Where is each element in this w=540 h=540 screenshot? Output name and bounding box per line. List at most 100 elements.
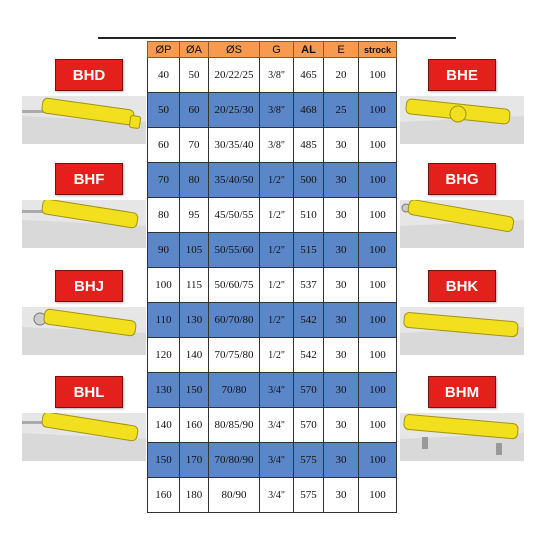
cell-e: 30: [323, 302, 359, 338]
cell-a: 50: [179, 57, 209, 93]
label-bhk: BHK: [428, 270, 496, 302]
cell-s: 70/75/80: [208, 337, 260, 373]
cell-g: 1/2": [259, 267, 294, 303]
cell-s: 50/55/60: [208, 232, 260, 268]
cell-a: 140: [179, 337, 209, 373]
label-bhd: BHD: [55, 59, 123, 91]
cell-a: 170: [179, 442, 209, 478]
cylinder-image-bhg: [400, 200, 524, 248]
cell-e: 30: [323, 407, 359, 443]
cell-al: 542: [293, 302, 324, 338]
label-bhl: BHL: [55, 376, 123, 408]
cell-al: 500: [293, 162, 324, 198]
cell-al: 542: [293, 337, 324, 373]
cylinder-image-bhd: [22, 96, 146, 144]
cell-strock: 100: [358, 232, 397, 268]
header-s-diameter: ØS: [208, 41, 260, 58]
cell-al: 465: [293, 57, 324, 93]
cell-a: 180: [179, 477, 209, 513]
label-bhf: BHF: [55, 163, 123, 195]
cell-p: 70: [147, 162, 180, 198]
header-strock: strock: [358, 41, 397, 58]
cylinder-image-bhm: [400, 413, 524, 461]
cell-e: 25: [323, 92, 359, 128]
cell-strock: 100: [358, 407, 397, 443]
cell-s: 45/50/55: [208, 197, 260, 233]
cell-strock: 100: [358, 267, 397, 303]
cell-strock: 100: [358, 442, 397, 478]
cell-g: 3/8": [259, 127, 294, 163]
cell-g: 1/2": [259, 337, 294, 373]
cell-e: 30: [323, 477, 359, 513]
cell-e: 30: [323, 232, 359, 268]
cell-al: 570: [293, 372, 324, 408]
cell-p: 120: [147, 337, 180, 373]
cell-a: 105: [179, 232, 209, 268]
cell-g: 3/4": [259, 442, 294, 478]
cell-s: 70/80/90: [208, 442, 260, 478]
cell-p: 90: [147, 232, 180, 268]
cell-s: 70/80: [208, 372, 260, 408]
label-bhm: BHM: [428, 376, 496, 408]
cell-strock: 100: [358, 372, 397, 408]
header-a-diameter: ØA: [179, 41, 209, 58]
cell-a: 80: [179, 162, 209, 198]
cell-al: 570: [293, 407, 324, 443]
cylinder-image-bhk: [400, 307, 524, 355]
cell-p: 60: [147, 127, 180, 163]
cell-strock: 100: [358, 337, 397, 373]
cylinder-image-bhl: [22, 413, 146, 461]
cell-e: 20: [323, 57, 359, 93]
cell-p: 110: [147, 302, 180, 338]
cell-g: 1/2": [259, 232, 294, 268]
cell-g: 3/4": [259, 477, 294, 513]
header-g: G: [259, 41, 294, 58]
cell-s: 20/25/30: [208, 92, 260, 128]
cell-e: 30: [323, 267, 359, 303]
cylinder-image-bhj: [22, 307, 146, 355]
cell-p: 130: [147, 372, 180, 408]
cell-al: 515: [293, 232, 324, 268]
cell-p: 160: [147, 477, 180, 513]
cell-e: 30: [323, 442, 359, 478]
cell-strock: 100: [358, 162, 397, 198]
cell-s: 35/40/50: [208, 162, 260, 198]
cylinder-image-bhf: [22, 200, 146, 248]
cell-a: 115: [179, 267, 209, 303]
cell-al: 575: [293, 477, 324, 513]
cell-g: 3/8": [259, 92, 294, 128]
label-bhj: BHJ: [55, 270, 123, 302]
cell-a: 95: [179, 197, 209, 233]
cell-p: 100: [147, 267, 180, 303]
table-header-row: ØP ØA ØS G AL E strock: [147, 41, 397, 58]
cell-strock: 100: [358, 477, 397, 513]
cell-al: 575: [293, 442, 324, 478]
cell-s: 80/90: [208, 477, 260, 513]
cell-al: 537: [293, 267, 324, 303]
cell-e: 30: [323, 372, 359, 408]
cell-a: 70: [179, 127, 209, 163]
cell-a: 160: [179, 407, 209, 443]
cell-strock: 100: [358, 302, 397, 338]
cell-g: 3/4": [259, 372, 294, 408]
cell-al: 510: [293, 197, 324, 233]
cell-p: 150: [147, 442, 180, 478]
cell-s: 80/85/90: [208, 407, 260, 443]
cell-p: 50: [147, 92, 180, 128]
cell-g: 1/2": [259, 162, 294, 198]
cell-al: 485: [293, 127, 324, 163]
header-al: AL: [293, 41, 324, 58]
label-bhe: BHE: [428, 59, 496, 91]
cell-a: 130: [179, 302, 209, 338]
